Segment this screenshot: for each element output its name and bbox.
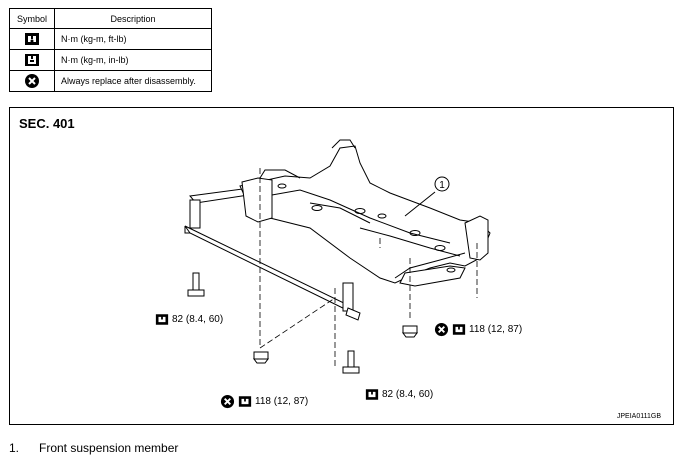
figure-frame: SEC. 401	[9, 107, 674, 425]
always-replace-icon	[220, 394, 235, 409]
callout-1: 1	[404, 176, 450, 217]
part-caption: 1. Front suspension member	[9, 441, 178, 455]
torque-wrench-icon	[25, 33, 39, 45]
torque-wrench-icon	[155, 314, 169, 325]
legend-row: N·m (kg-m, ft-lb)	[9, 28, 212, 50]
torque-value: 118 (12, 87)	[469, 324, 523, 335]
legend-header-description: Description	[54, 8, 212, 29]
bolt-right	[402, 325, 418, 338]
legend-header-row: Symbol Description	[9, 8, 212, 29]
part-name: Front suspension member	[39, 441, 179, 455]
torque-wrench-inlb-icon	[25, 54, 39, 66]
legend-description: Always replace after disassembly.	[54, 70, 212, 92]
figure-id: JPEIA0111GB	[616, 413, 661, 420]
bolt-front-center	[253, 351, 269, 364]
always-replace-icon	[434, 322, 449, 337]
legend-header-symbol: Symbol	[9, 8, 55, 29]
torque-value: 82 (8.4, 60)	[172, 314, 224, 325]
torque-label: 82 (8.4, 60)	[155, 313, 223, 326]
torque-wrench-icon	[452, 324, 466, 335]
torque-value: 118 (12, 87)	[255, 396, 309, 407]
section-label: SEC. 401	[19, 116, 75, 131]
symbol-legend-table: Symbol Description N·m (kg-m, ft-lb) N·m…	[9, 8, 212, 92]
legend-row: Always replace after disassembly.	[9, 70, 212, 92]
torque-label: 118 (12, 87)	[434, 322, 522, 337]
torque-value: 82 (8.4, 60)	[382, 389, 434, 400]
torque-label: 82 (8.4, 60)	[365, 388, 433, 401]
bolt-center	[342, 350, 360, 374]
torque-label: 118 (12, 87)	[220, 394, 308, 409]
always-replace-icon	[25, 74, 39, 88]
legend-description: N·m (kg-m, ft-lb)	[54, 28, 212, 50]
legend-description: N·m (kg-m, in-lb)	[54, 49, 212, 71]
torque-wrench-icon	[365, 389, 379, 400]
legend-row: N·m (kg-m, in-lb)	[9, 49, 212, 71]
part-number: 1.	[9, 441, 20, 455]
svg-text:1: 1	[439, 180, 445, 191]
front-suspension-member-drawing: 1	[184, 139, 491, 374]
bolt-left	[187, 272, 205, 297]
torque-wrench-icon	[238, 396, 252, 407]
